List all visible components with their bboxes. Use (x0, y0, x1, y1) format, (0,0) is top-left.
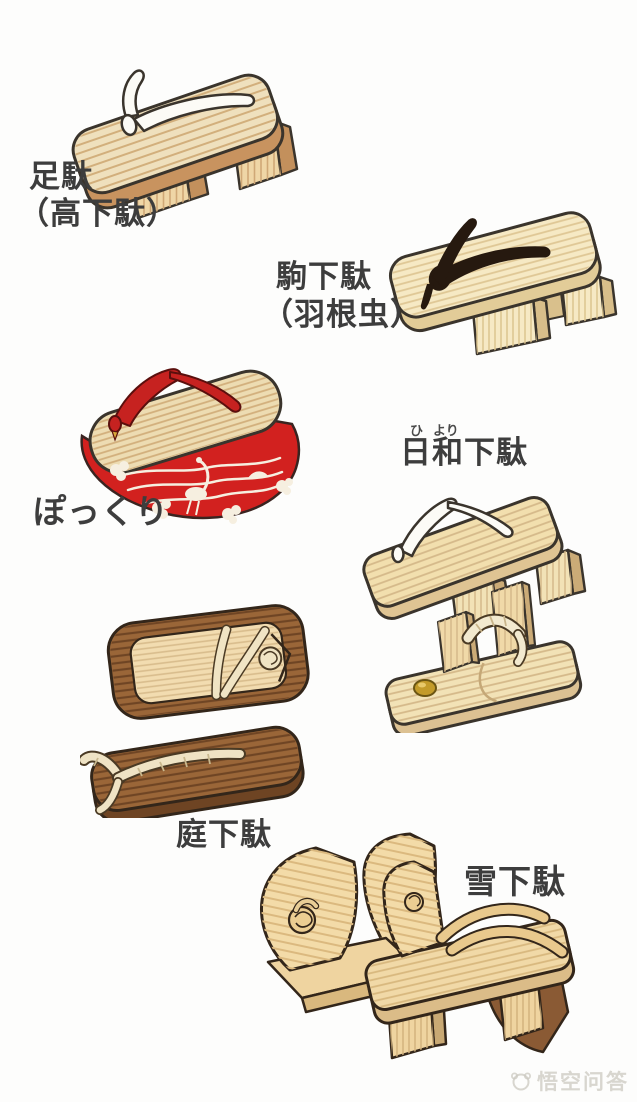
furigana-hi: ひ (410, 423, 424, 438)
label-komageta: 駒下駄 (276, 259, 372, 294)
label-pokkuri: ぽっくり (33, 493, 169, 530)
label-hiyori-geta: 日和下駄 (400, 435, 528, 470)
yuki-geta-illustration (260, 832, 576, 1060)
furigana-yori: より (433, 423, 459, 438)
watermark-text: 悟空问答 (537, 1071, 629, 1094)
niwa-geta-illustration (80, 604, 310, 818)
label-niwa-geta: 庭下駄 (176, 817, 272, 852)
wukong-logo-icon (511, 1072, 531, 1091)
hiyori-geta-illustration (362, 495, 587, 733)
sublabel-ashida: （高下駄） (18, 196, 178, 231)
label-ashida: 足駄 (29, 159, 93, 194)
label-yuki-geta: 雪下駄 (464, 863, 566, 900)
furigana-hiyori: ひ より (400, 420, 530, 438)
sublabel-komageta: （羽根虫） (262, 297, 422, 332)
watermark: 悟空问答 (510, 1066, 629, 1096)
ashida-illustration (71, 69, 299, 220)
komageta-illustration (388, 211, 618, 356)
pokkuri-illustration (80, 368, 301, 524)
